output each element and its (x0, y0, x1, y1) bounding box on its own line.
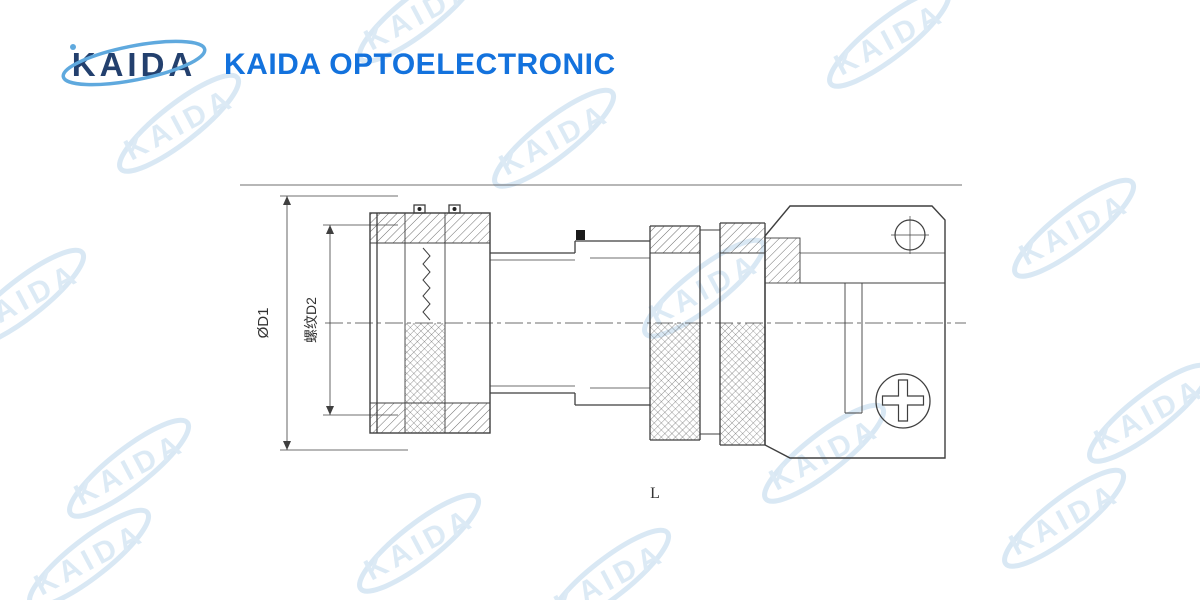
watermark-text: KAIDA (1014, 187, 1135, 272)
front-shell (369, 204, 491, 434)
kaida-watermark: KAIDA (988, 162, 1162, 299)
knurl-band-front (405, 323, 445, 433)
dimension-d1 (280, 195, 408, 451)
rear-body (764, 205, 946, 459)
middle-barrel (490, 230, 650, 406)
watermark-text: KAIDA (829, 0, 950, 82)
brand-header: KAIDA KAIDA OPTOELECTRONIC (56, 32, 616, 98)
watermark-text: KAIDA (0, 257, 85, 342)
watermark-swoosh (27, 507, 152, 600)
logo-swoosh-dot (70, 44, 76, 50)
dimension-d2 (323, 224, 398, 416)
knurled-ring-1 (649, 225, 701, 441)
watermark-swoosh (67, 417, 192, 519)
kaida-logo: KAIDA (61, 39, 207, 87)
kaida-watermark: KAIDA (803, 0, 977, 108)
dim-d1-label: ØD1 (255, 308, 272, 339)
watermark-swoosh (0, 247, 87, 349)
watermark-text: KAIDA (69, 427, 190, 512)
mounting-hole (891, 216, 929, 254)
logo-swoosh (61, 39, 207, 87)
watermark-text: KAIDA (1089, 372, 1200, 457)
bayonet-pin (448, 204, 461, 214)
watermark-text: KAIDA (549, 537, 670, 600)
dim-d2-label: 螺纹D2 (303, 297, 319, 343)
kaida-watermark: KAIDA (0, 232, 112, 369)
kaida-watermark: KAIDA (978, 452, 1152, 589)
watermark-swoosh (827, 0, 952, 89)
watermark-swoosh (547, 527, 672, 600)
dim-length-label: L (650, 485, 660, 502)
technical-drawing: ØD1 螺纹D2 L (240, 184, 966, 502)
wave-spring (422, 247, 431, 321)
kaida-watermark: KAIDA (43, 402, 217, 539)
bayonet-pin (413, 204, 426, 214)
watermark-swoosh (1012, 177, 1137, 279)
knurled-ring-2 (719, 222, 766, 446)
watermark-swoosh (1002, 467, 1127, 569)
kaida-watermark: KAIDA (3, 492, 177, 600)
o-ring-seal (576, 230, 585, 240)
watermark-text: KAIDA (29, 517, 150, 600)
phillips-screw (875, 373, 931, 429)
watermark-text: KAIDA (1004, 477, 1125, 562)
watermark-swoosh (1087, 362, 1200, 464)
kaida-watermark: KAIDA (1063, 347, 1200, 484)
logo-text: KAIDA (72, 46, 197, 83)
page-title: KAIDA OPTOELECTRONIC (224, 48, 616, 81)
interface-block (764, 237, 801, 284)
